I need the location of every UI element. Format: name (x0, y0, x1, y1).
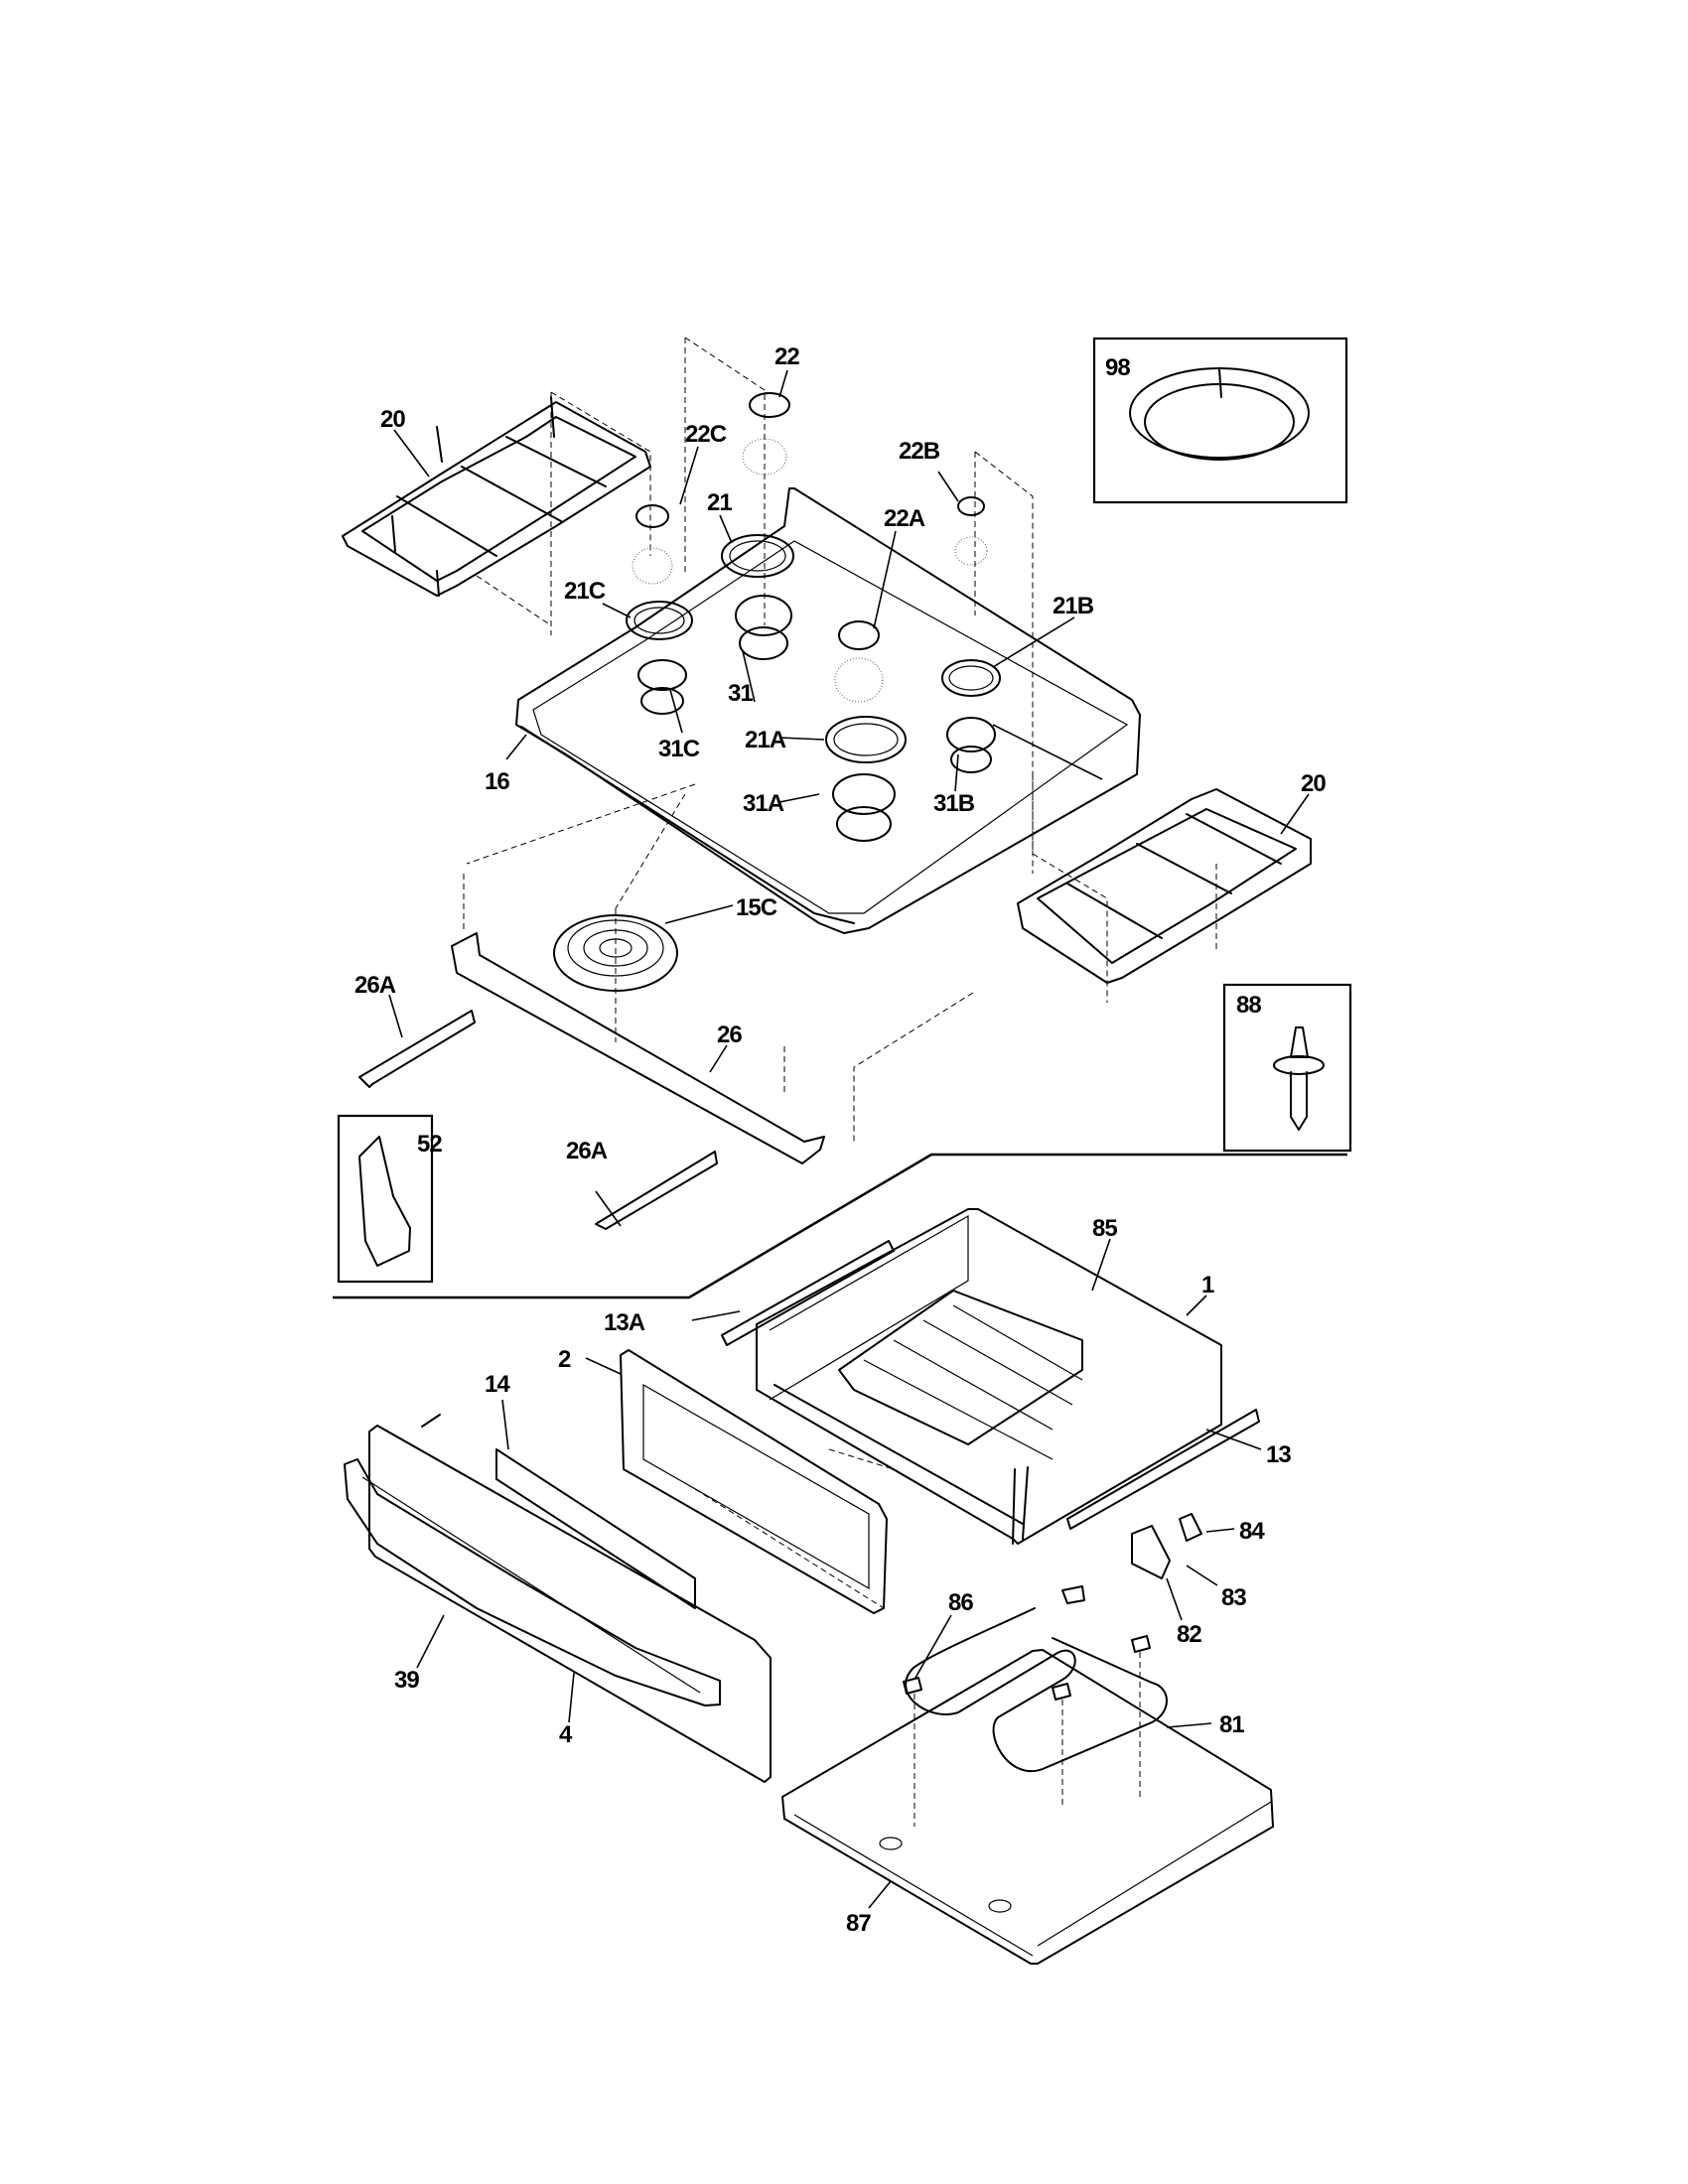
callout-labels: 20 22 22C 22B 98 21 22A 21C 21B 31 31C 1… (354, 343, 1327, 1937)
burner-grate-right (1017, 774, 1312, 1003)
callout-20-right: 20 (1301, 770, 1326, 797)
burner-grate-left (342, 391, 651, 635)
callout-13a: 13A (604, 1309, 645, 1336)
cooktop (515, 487, 1141, 934)
callout-14: 14 (485, 1371, 510, 1398)
callout-21a: 21A (745, 727, 786, 753)
section-divider (333, 1153, 1347, 1299)
callout-87: 87 (846, 1910, 871, 1937)
drawer-body (756, 1208, 1222, 1545)
inset-52 (337, 1114, 434, 1284)
callout-1: 1 (1201, 1272, 1214, 1298)
callout-31a: 31A (743, 790, 784, 817)
callout-22b: 22B (899, 438, 940, 465)
callout-88: 88 (1236, 992, 1261, 1019)
callout-81: 81 (1219, 1711, 1244, 1738)
callout-15c: 15C (736, 894, 777, 921)
callout-20-left: 20 (380, 406, 405, 433)
burner-caps (632, 337, 1034, 874)
callout-86: 86 (948, 1589, 973, 1616)
callout-26a-left: 26A (354, 972, 396, 999)
callout-52: 52 (417, 1131, 442, 1158)
leader-lines (388, 369, 1310, 1909)
drawer-liner (620, 1349, 895, 1614)
callout-2: 2 (558, 1346, 571, 1373)
callout-83: 83 (1221, 1584, 1246, 1611)
callout-22: 22 (774, 343, 799, 370)
callout-31b: 31B (933, 790, 975, 817)
bottom-panel (781, 1649, 1274, 1965)
bake-element-assembly (903, 1513, 1202, 1827)
callout-21c: 21C (564, 578, 606, 605)
callout-4: 4 (559, 1721, 573, 1748)
callout-21: 21 (707, 489, 732, 516)
callout-82: 82 (1177, 1621, 1201, 1648)
callout-22c: 22C (685, 421, 727, 448)
drawer-front (344, 1414, 772, 1783)
burner-heads (626, 534, 1001, 842)
drawer-gasket (495, 1448, 696, 1609)
callout-39: 39 (394, 1667, 419, 1694)
callout-98: 98 (1105, 354, 1130, 381)
callout-13: 13 (1266, 1441, 1291, 1468)
side-trims-26a (358, 1010, 718, 1230)
callout-22a: 22A (884, 505, 925, 532)
callout-85: 85 (1092, 1215, 1117, 1242)
inset-98 (1092, 337, 1348, 504)
callout-21b: 21B (1053, 593, 1094, 619)
callout-31c: 31C (658, 736, 700, 762)
radiant-element-and-brace (451, 783, 974, 1164)
callout-26a-right: 26A (566, 1138, 608, 1164)
inset-88 (1222, 983, 1352, 1153)
callout-26: 26 (717, 1022, 742, 1048)
callout-16: 16 (485, 768, 509, 795)
drawer-slides (721, 1240, 1260, 1530)
callout-31: 31 (728, 680, 753, 707)
callout-84: 84 (1239, 1518, 1265, 1545)
